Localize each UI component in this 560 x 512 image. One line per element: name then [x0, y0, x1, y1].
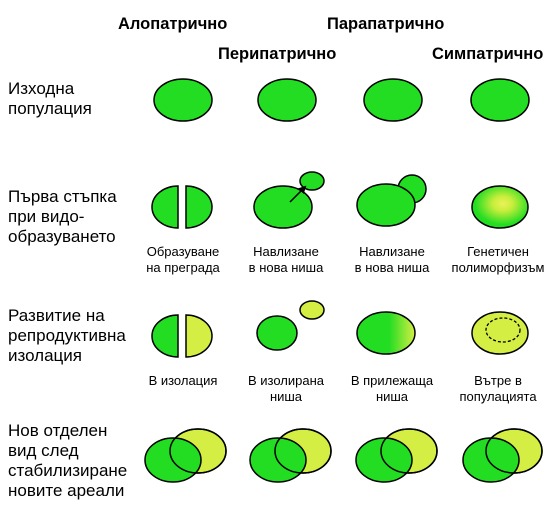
peripatric-parent-population — [256, 315, 298, 351]
sympatric-host-population — [471, 311, 529, 355]
header-allopatric: Алопатрично — [118, 15, 228, 33]
population-allopatric — [153, 78, 213, 122]
isolated-population-left — [151, 314, 179, 358]
caption-genetic-polymorphism: Генетичен полиморфизъм — [451, 244, 545, 275]
row-label-reproductive-isolation: Развитие на репродуктивна изолация — [8, 306, 126, 365]
sympatric-subpopulation — [485, 317, 521, 343]
peripatric-colonist — [299, 171, 325, 191]
caption-parapatric-new-niche: Навлизане в нова ниша — [354, 244, 430, 275]
sympatric-polymorphic-population — [471, 185, 529, 229]
peripatric-main-population — [253, 185, 313, 229]
new-species-sympatric-b-outline — [485, 428, 543, 474]
row-label-first-step: Първа стъпка при видо- образуването — [8, 187, 117, 246]
new-species-parapatric-b-outline — [380, 428, 438, 474]
row-label-initial-population: Изходна популация — [8, 79, 92, 118]
caption-adjacent-niche: В прилежаща ниша — [350, 373, 434, 404]
caption-isolated-niche: В изолирана ниша — [247, 373, 325, 404]
new-species-sympatric-a — [462, 437, 520, 483]
population-peripatric — [257, 78, 317, 122]
header-sympatric: Симпатрично — [432, 45, 544, 63]
dispersal-arrow — [289, 185, 307, 203]
caption-within-population: Вътре в популацията — [459, 373, 537, 404]
header-parapatric: Парапатрично — [327, 15, 445, 33]
parapatric-main-population — [356, 183, 416, 227]
peripatric-isolated-niche — [299, 300, 325, 320]
population-sympatric — [470, 78, 530, 122]
population-parapatric — [363, 78, 423, 122]
split-population-right — [185, 185, 213, 229]
caption-peripatric-new-niche: Навлизане в нова ниша — [248, 244, 324, 275]
caption-in-isolation: В изолация — [148, 373, 218, 388]
parapatric-diverging-population — [356, 311, 416, 355]
isolated-population-right — [185, 314, 213, 358]
row-label-new-species: Нов отделен вид след стабилизиране новит… — [8, 421, 128, 500]
split-population-left — [151, 185, 179, 229]
new-species-peripatric-b-outline — [274, 428, 332, 474]
header-peripatric: Перипатрично — [218, 45, 337, 63]
caption-barrier-formation: Образуване на преграда — [146, 244, 220, 275]
new-species-allopatric-b-outline — [169, 428, 227, 474]
